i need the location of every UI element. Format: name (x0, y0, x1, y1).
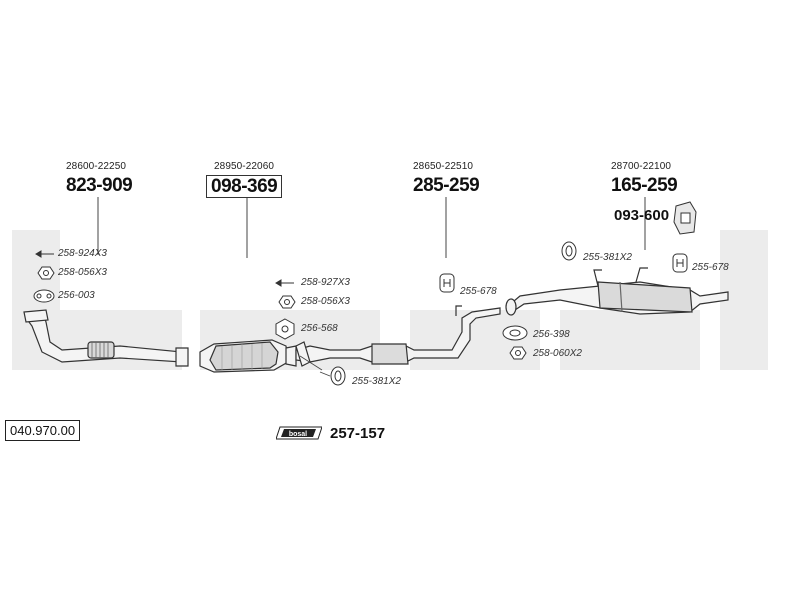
svg-text:bosal: bosal (289, 431, 307, 438)
fitting-code: 258-924X3 (58, 248, 107, 259)
part-number-boxed: 098-369 (206, 175, 283, 198)
part-number: 823-909 (66, 175, 133, 196)
fitting-pointers (299, 355, 331, 377)
gasket-icon (275, 318, 295, 340)
nut-icon (37, 266, 55, 280)
catalytic-converter (199, 339, 297, 373)
oem-number: 28600-22250 (66, 161, 127, 172)
fitting-code: 256-398 (533, 329, 570, 340)
flange-gasket-icon (33, 289, 55, 303)
fitting-code: 255-678 (460, 286, 497, 297)
reference-number: 040.970.00 (5, 420, 81, 441)
fitting-code: 255-381X2 (352, 376, 401, 387)
extra-part-number: 093-600 (614, 207, 670, 224)
bosal-logo: bosal (276, 426, 322, 440)
middle-silencer-pipe (295, 307, 501, 367)
hanger-h-icon (439, 273, 455, 293)
front-pipe (23, 309, 189, 367)
nut-icon (278, 295, 296, 309)
fitting-code: 255-678 (692, 262, 729, 273)
nut-icon (509, 346, 527, 360)
flange-gasket-icon (502, 325, 528, 341)
fitting-code: 258-056X3 (301, 296, 350, 307)
rubber-hanger-icon (561, 241, 577, 261)
fitting-code: 256-003 (58, 290, 95, 301)
mounting-bracket-icon (673, 201, 697, 235)
hanger-h-icon (672, 253, 688, 273)
fitting-code: 255-381X2 (583, 252, 632, 263)
oem-number: 28950-22060 (214, 161, 275, 172)
part-number: 285-259 (413, 175, 480, 196)
fitting-code: 258-056X3 (58, 267, 107, 278)
pipe-hangers (455, 267, 648, 316)
watermark-bosal (12, 230, 768, 370)
oem-number: 28650-22510 (413, 161, 474, 172)
rear-silencer (505, 281, 729, 316)
fitting-code: 258-927X3 (301, 277, 350, 288)
fitting-code: 256-568 (301, 323, 338, 334)
arrow-bolt-icon (275, 279, 294, 287)
rubber-hanger-icon (330, 366, 346, 386)
part-number: 165-259 (611, 175, 678, 196)
oem-number: 28700-22100 (611, 161, 672, 172)
kit-part-number: 257-157 (330, 425, 386, 442)
fitting-code: 258-060X2 (533, 348, 582, 359)
arrow-bolt-icon (35, 250, 54, 258)
leader-lines (97, 197, 646, 258)
